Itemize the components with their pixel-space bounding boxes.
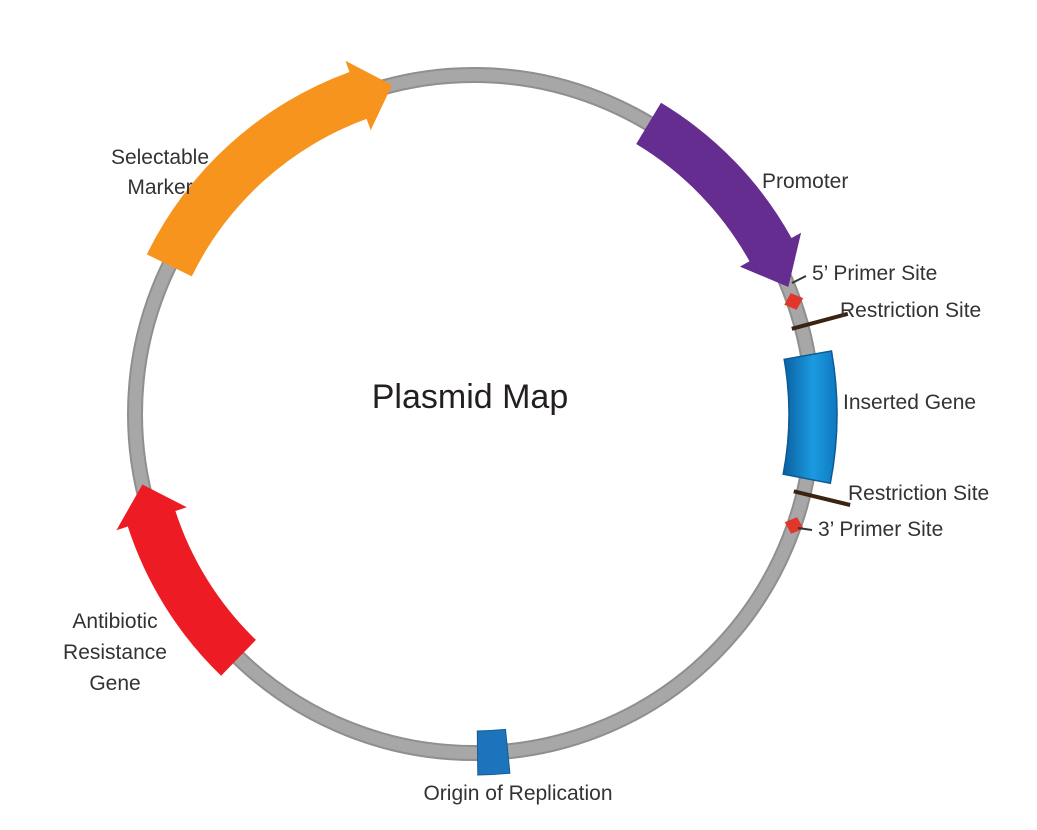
selectable-marker-arrow	[146, 60, 392, 277]
label-antibiotic-line2: Resistance	[63, 641, 167, 664]
label-restriction-site-top: Restriction Site	[840, 299, 981, 322]
label-origin-of-replication: Origin of Replication	[423, 782, 612, 805]
inserted-gene-block	[782, 350, 838, 485]
primer-5-leader-line	[791, 275, 807, 284]
primer-3-site-marker	[784, 517, 804, 534]
label-promoter: Promoter	[762, 170, 848, 193]
label-selectable-marker-line2: Marker	[127, 176, 192, 199]
antibiotic-resistance-arrow	[116, 484, 256, 676]
label-inserted-gene: Inserted Gene	[843, 391, 976, 414]
label-restriction-site-bottom: Restriction Site	[848, 482, 989, 505]
promoter-arrow	[636, 102, 802, 287]
label-primer-3-site: 3’ Primer Site	[818, 518, 943, 541]
diagram-title: Plasmid Map	[372, 378, 569, 416]
restriction-site-top-marker	[791, 311, 849, 331]
label-selectable-marker-line1: Selectable	[111, 146, 209, 169]
label-antibiotic-line1: Antibiotic	[72, 610, 157, 633]
label-antibiotic-line3: Gene	[89, 672, 140, 695]
primer-3-leader-line	[797, 527, 813, 531]
label-primer-5-site: 5’ Primer Site	[812, 262, 937, 285]
restriction-site-bottom-marker	[793, 489, 851, 507]
primer-5-site-marker	[784, 293, 804, 310]
origin-of-replication-block	[476, 728, 511, 776]
